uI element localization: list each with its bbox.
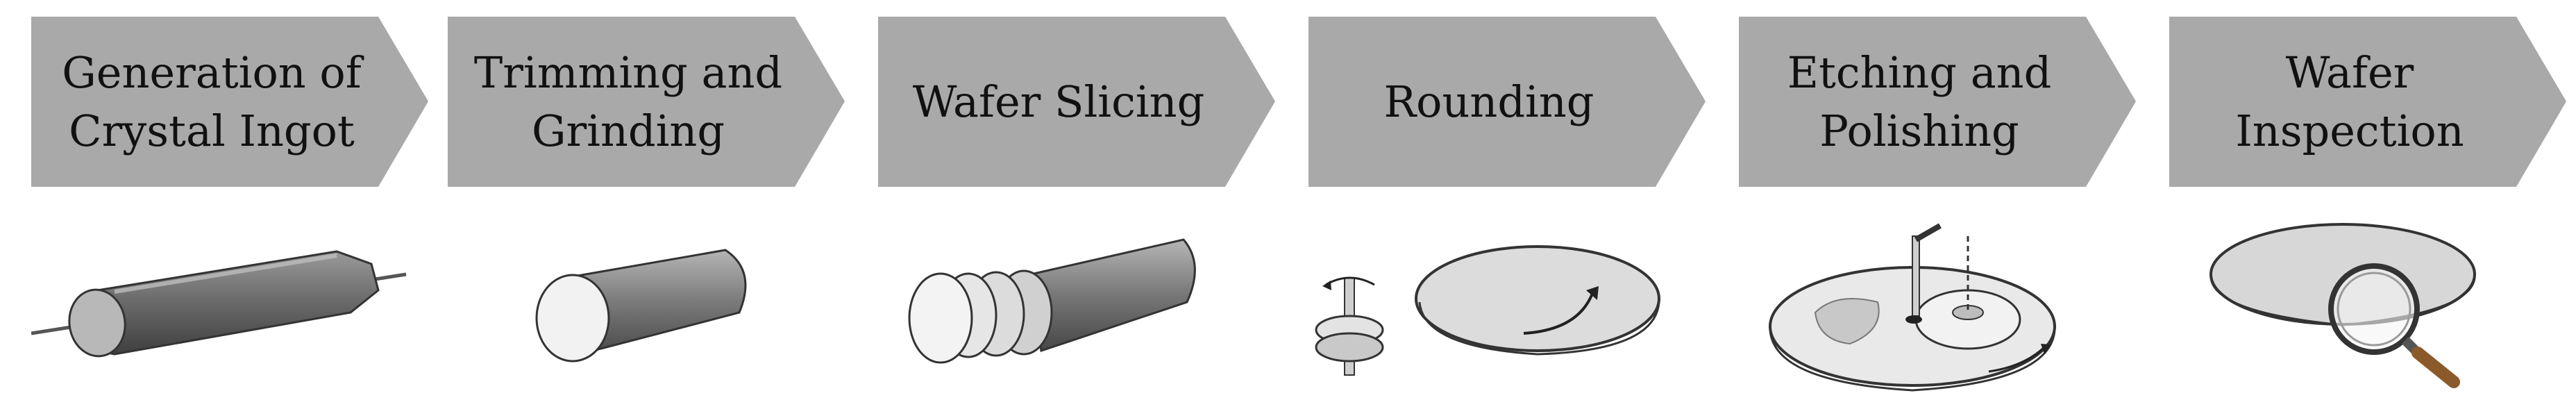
step-label: Generation of Crystal Ingot [31, 17, 392, 187]
chevron-arrow-shape [878, 17, 1275, 187]
step-label-line: Crystal Ingot [69, 105, 355, 156]
step-label-line: Polishing [1819, 105, 2019, 156]
step-generation-of-crystal-ingot: Generation of Crystal Ingot [31, 0, 434, 416]
step-label-line: Rounding [1383, 76, 1594, 127]
step-label-line: Etching and [1787, 47, 2052, 98]
step-label-line: Wafer [2285, 47, 2414, 98]
step-rounding: Rounding [1308, 0, 1711, 416]
polishing-machine-icon [1769, 223, 2056, 392]
magnifying-glass-icon [2209, 223, 2476, 388]
sliced-cylinder-icon [908, 238, 1196, 364]
step-label-line: Grinding [531, 105, 725, 156]
step-wafer-inspection: Wafer Inspection [2169, 0, 2572, 416]
step-label: Wafer Slicing [878, 17, 1239, 187]
chevron-arrow-shape [2169, 17, 2566, 187]
step-label-line: Inspection [2235, 105, 2464, 156]
step-label-line: Generation of [62, 47, 362, 98]
step-label: Trimming and Grinding [448, 17, 809, 187]
step-label: Rounding [1308, 17, 1669, 187]
rounding-wheel-icon [1315, 245, 1660, 376]
chevron-arrow-shape [1739, 17, 2136, 187]
step-label-line: Wafer Slicing [912, 76, 1205, 127]
step-trimming-and-grinding: Trimming and Grinding [448, 0, 850, 416]
chevron-arrow-shape [448, 17, 845, 187]
chevron-arrow-shape [31, 17, 428, 187]
crystal-ingot-icon [31, 250, 407, 358]
step-wafer-slicing: Wafer Slicing [878, 0, 1281, 416]
chevron-arrow-shape [1308, 17, 1706, 187]
step-label: Wafer Inspection [2169, 17, 2530, 187]
step-label-line: Trimming and [473, 47, 783, 98]
ground-cylinder-icon [535, 249, 747, 363]
step-label: Etching and Polishing [1739, 17, 2100, 187]
step-etching-and-polishing: Etching and Polishing [1739, 0, 2141, 416]
